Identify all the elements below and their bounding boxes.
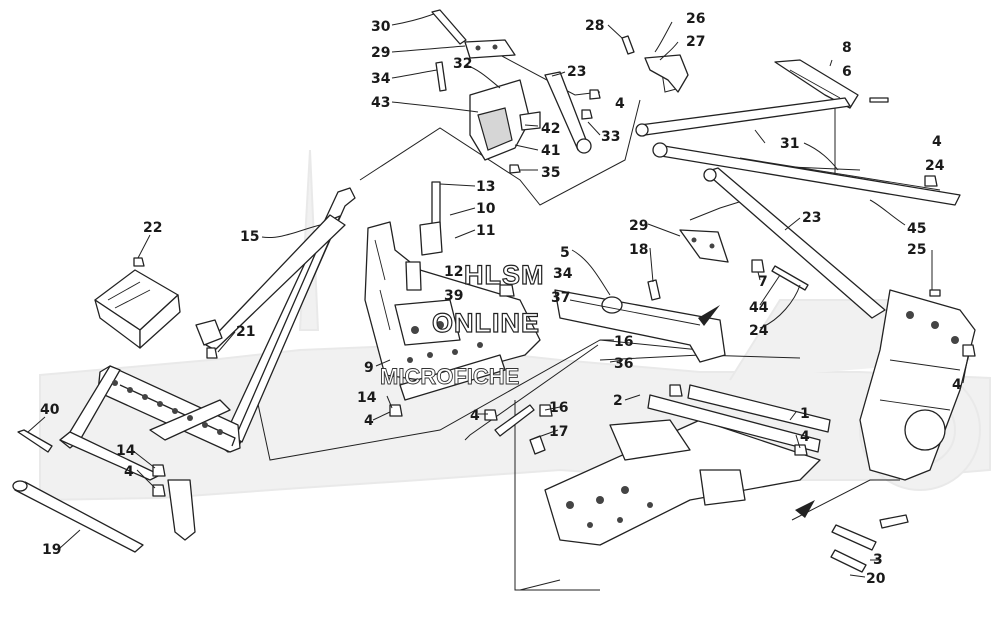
callout-10: 10 xyxy=(476,201,496,217)
watermark-line-2: ONLINE xyxy=(432,308,540,338)
rear-side-plate xyxy=(859,289,976,481)
callout-44: 44 xyxy=(749,300,769,316)
callout-11: 11 xyxy=(476,223,495,239)
callout-24: 24 xyxy=(749,323,769,339)
callout-20: 20 xyxy=(866,571,886,587)
callout-40: 40 xyxy=(40,402,60,418)
callout-15: 15 xyxy=(240,229,259,245)
post-parts-10-12-13 xyxy=(405,181,443,291)
callout-37: 37 xyxy=(551,290,570,306)
direction-arrows xyxy=(698,305,815,518)
callout-7: 7 xyxy=(758,274,768,290)
callout-35: 35 xyxy=(541,165,560,181)
callout-3: 3 xyxy=(873,552,883,568)
callout-26: 26 xyxy=(686,11,705,27)
callout-33: 33 xyxy=(601,129,620,145)
callout-4: 4 xyxy=(124,464,134,480)
callout-8: 8 xyxy=(842,40,852,56)
callout-12: 12 xyxy=(444,264,463,280)
callout-42: 42 xyxy=(541,121,560,137)
callout-43: 43 xyxy=(371,95,390,111)
callout-4: 4 xyxy=(364,413,374,429)
rail-part-45 xyxy=(652,142,961,206)
cross-tube-part-5 xyxy=(554,289,726,363)
bracket-part-8 xyxy=(774,59,859,109)
bracket-part-29-lower xyxy=(679,229,729,263)
callout-36: 36 xyxy=(614,356,633,372)
callout-1: 1 xyxy=(800,406,810,422)
callout-9: 9 xyxy=(364,360,374,376)
callout-29: 29 xyxy=(371,45,390,61)
lower-frame-part-1 xyxy=(544,384,831,546)
callout-4: 4 xyxy=(800,429,810,445)
callout-24: 24 xyxy=(925,158,945,174)
callout-45: 45 xyxy=(907,221,926,237)
callout-34: 34 xyxy=(371,71,391,87)
watermark-line-1: HLSM xyxy=(464,260,545,290)
callout-6: 6 xyxy=(842,64,852,80)
tube-part-19 xyxy=(12,480,144,553)
link-part-23-lower xyxy=(703,167,886,319)
callout-31: 31 xyxy=(780,136,799,152)
callout-34: 34 xyxy=(553,266,573,282)
callout-4: 4 xyxy=(952,377,962,393)
rod-part-17 xyxy=(494,404,546,455)
callout-leaders xyxy=(27,13,969,578)
callout-18: 18 xyxy=(629,242,648,258)
leader-lines xyxy=(254,54,900,591)
watermark-line-3: MICROFICHE xyxy=(380,364,519,389)
fasteners xyxy=(17,9,976,573)
callout-14: 14 xyxy=(116,443,136,459)
callout-32: 32 xyxy=(453,56,472,72)
callout-27: 27 xyxy=(686,34,705,50)
callout-39: 39 xyxy=(444,288,463,304)
rail-part-31 xyxy=(635,97,851,137)
callout-30: 30 xyxy=(371,19,391,35)
callout-23: 23 xyxy=(802,210,821,226)
callout-23: 23 xyxy=(567,64,586,80)
callout-29: 29 xyxy=(629,218,648,234)
callout-22: 22 xyxy=(143,220,162,236)
callout-25: 25 xyxy=(907,242,926,258)
bracket-part-27 xyxy=(644,54,689,93)
callout-17: 17 xyxy=(549,424,568,440)
callout-4: 4 xyxy=(615,96,625,112)
callout-2: 2 xyxy=(613,393,623,409)
callout-16: 16 xyxy=(614,334,633,350)
callout-4: 4 xyxy=(470,408,480,424)
callout-16: 16 xyxy=(549,400,568,416)
watermark: HLSM ONLINE MICROFICHE xyxy=(380,259,545,389)
callout-14: 14 xyxy=(357,390,377,406)
callout-28: 28 xyxy=(585,18,604,34)
front-frame-part-15 xyxy=(59,187,356,541)
callout-5: 5 xyxy=(560,245,570,261)
callout-19: 19 xyxy=(42,542,61,558)
callout-41: 41 xyxy=(541,143,560,159)
callout-13: 13 xyxy=(476,179,495,195)
steering-box-part-43 xyxy=(469,79,541,161)
module-part-22 xyxy=(94,269,181,349)
link-part-23-upper xyxy=(544,71,592,154)
callout-labels: 30 29 34 32 43 28 26 27 23 4 42 33 41 35… xyxy=(40,11,962,587)
bracket-part-29-upper xyxy=(464,39,516,59)
callout-21: 21 xyxy=(236,324,255,340)
callout-4: 4 xyxy=(932,134,942,150)
